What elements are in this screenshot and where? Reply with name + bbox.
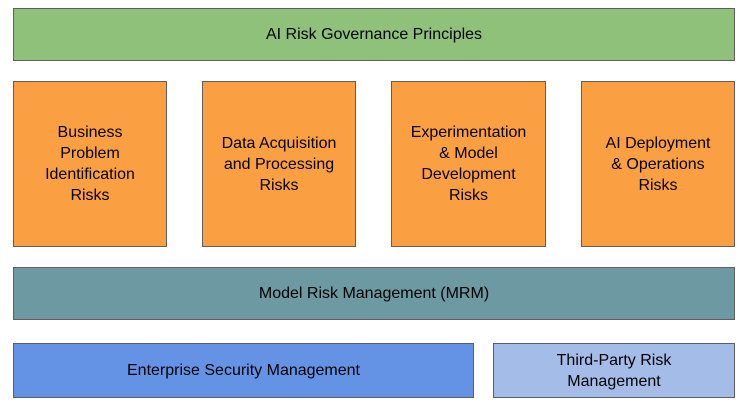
- third-party-risk-management-label: Third-Party Risk Management: [556, 351, 672, 390]
- ai-deployment-operations-risks-box: AI Deployment & Operations Risks: [581, 81, 735, 247]
- model-risk-management-box: Model Risk Management (MRM): [13, 267, 735, 320]
- ai-deployment-operations-risks-label: AI Deployment & Operations Risks: [605, 134, 711, 194]
- data-acquisition-processing-risks-box: Data Acquisition and Processing Risks: [202, 81, 356, 247]
- data-acquisition-processing-risks-label: Data Acquisition and Processing Risks: [221, 134, 337, 194]
- governance-principles-label: AI Risk Governance Principles: [265, 26, 483, 43]
- governance-principles-box: AI Risk Governance Principles: [13, 8, 735, 61]
- business-problem-identification-risks-label: Business Problem Identification Risks: [45, 124, 135, 204]
- third-party-risk-management-box: Third-Party Risk Management: [493, 343, 735, 398]
- enterprise-security-management-label: Enterprise Security Management: [127, 362, 360, 379]
- business-problem-identification-risks-box: Business Problem Identification Risks: [13, 81, 167, 247]
- enterprise-security-management-box: Enterprise Security Management: [13, 343, 474, 398]
- experimentation-model-development-risks-box: Experimentation & Model Development Risk…: [391, 81, 546, 247]
- experimentation-model-development-risks-label: Experimentation & Model Development Risk…: [410, 124, 527, 204]
- model-risk-management-label: Model Risk Management (MRM): [258, 285, 490, 302]
